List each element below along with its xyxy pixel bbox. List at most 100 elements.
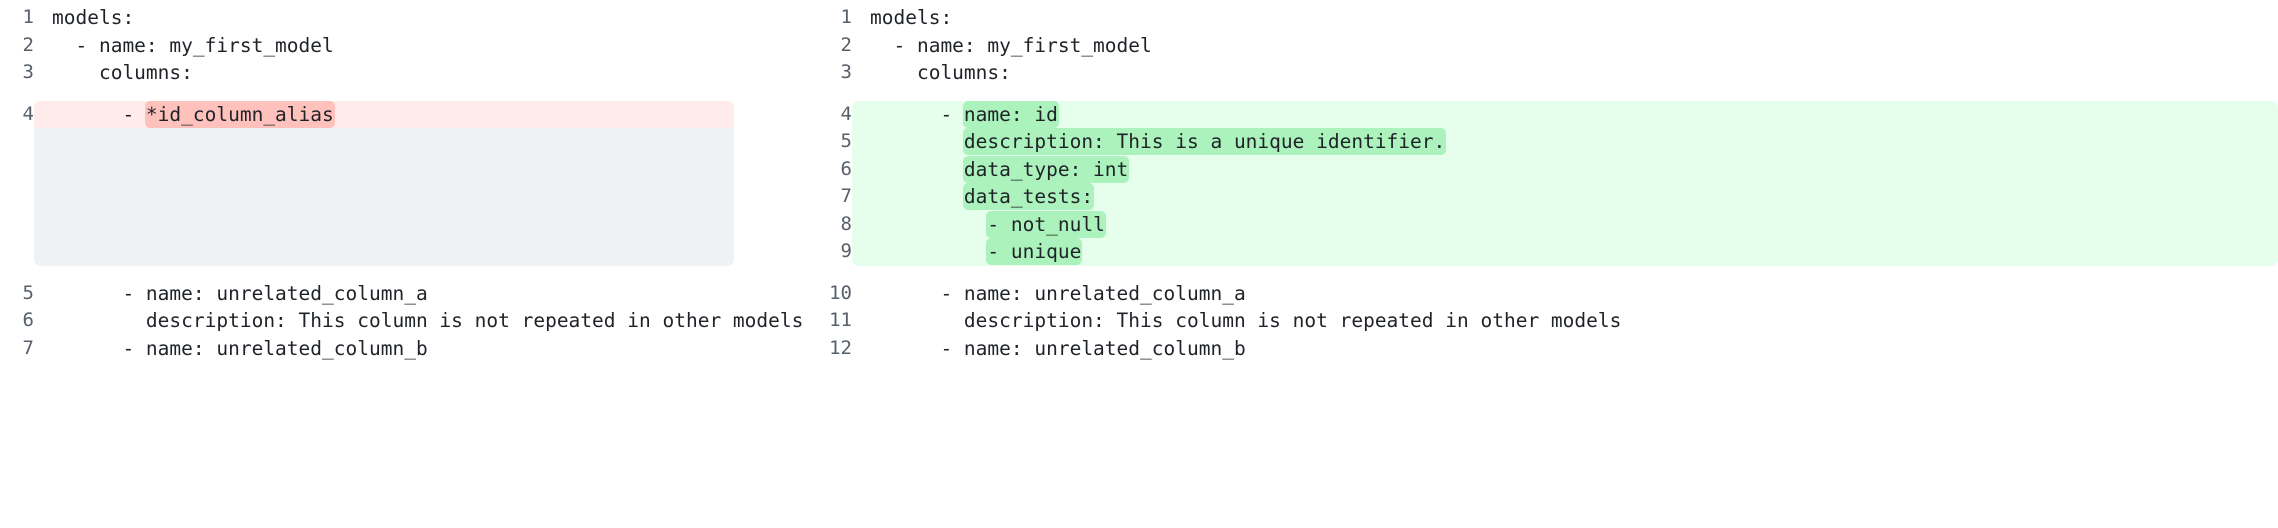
- code-line-before-gap: [0, 210, 800, 239]
- code-line-before-6: 6 description: This column is not repeat…: [0, 307, 804, 335]
- plain-token: - name: unrelated_column_b: [52, 336, 428, 360]
- code-line-before-7: 7 - name: unrelated_column_b: [0, 335, 800, 363]
- deleted-token: *id_column_alias: [144, 100, 335, 128]
- code-text: - name: my_first_model: [52, 32, 334, 60]
- code-content[interactable]: models:: [852, 4, 2278, 32]
- plain-token: [52, 158, 64, 181]
- code-content[interactable]: description: This column is not repeated…: [34, 307, 803, 335]
- code-content[interactable]: - name: id: [852, 100, 2278, 128]
- line-number: 1: [22, 6, 34, 28]
- code-line-after-6: 6 data_type: int: [800, 155, 2278, 184]
- plain-token: - name: unrelated_column_a: [870, 281, 1246, 305]
- plain-token: [870, 240, 987, 263]
- code-content[interactable]: - name: my_first_model: [34, 32, 734, 60]
- code-line-after-9: 9 - unique: [800, 238, 2278, 266]
- added-token: - unique: [986, 238, 1083, 265]
- code-content[interactable]: - unique: [852, 238, 2278, 266]
- line-number: 6: [840, 157, 852, 180]
- code-text: columns:: [52, 59, 193, 87]
- code-content[interactable]: - name: unrelated_column_b: [852, 335, 2278, 363]
- code-content[interactable]: data_tests:: [852, 183, 2278, 211]
- plain-token: [870, 213, 987, 236]
- line-number: 5: [22, 281, 34, 304]
- plain-token: - name: my_first_model: [52, 33, 334, 57]
- code-text: data_type: int: [870, 155, 1130, 184]
- code-line-after-8: 8 - not_null: [800, 210, 2278, 238]
- added-token: data_type: int: [962, 155, 1130, 183]
- code-content[interactable]: - *id_column_alias: [34, 100, 734, 129]
- code-content[interactable]: - name: my_first_model: [852, 32, 2278, 60]
- plain-token: columns:: [52, 61, 193, 84]
- code-line-before-gap: [0, 183, 800, 211]
- code-content[interactable]: - name: unrelated_column_b: [34, 335, 734, 363]
- code-text: data_tests:: [870, 183, 1095, 211]
- code-content[interactable]: - name: unrelated_column_a: [34, 280, 734, 308]
- code-text: - name: unrelated_column_b: [52, 335, 428, 363]
- plain-token: models:: [52, 6, 135, 29]
- code-text: [52, 211, 64, 239]
- code-content[interactable]: [34, 128, 734, 156]
- code-line-after-11: 11 description: This column is not repea…: [800, 307, 2278, 335]
- code-line-before-4: 4 - *id_column_alias: [0, 100, 800, 129]
- code-text: - *id_column_alias: [52, 100, 335, 129]
- plain-token: -: [870, 102, 964, 126]
- code-content[interactable]: data_type: int: [852, 155, 2278, 184]
- code-line-after-3: 3 columns:: [800, 59, 2278, 87]
- code-text: [52, 128, 64, 156]
- plain-token: [52, 240, 64, 263]
- plain-token: columns:: [870, 61, 1011, 84]
- code-text: [52, 183, 64, 211]
- code-content[interactable]: columns:: [852, 59, 2278, 87]
- plain-token: description: This column is not repeated…: [52, 309, 804, 332]
- diff-block-spacer: [0, 87, 800, 101]
- code-text: - name: unrelated_column_a: [52, 280, 427, 308]
- plain-token: [52, 130, 64, 153]
- code-text: - name: my_first_model: [870, 32, 1152, 60]
- code-text: models:: [870, 4, 952, 32]
- code-content[interactable]: models:: [34, 4, 734, 32]
- plain-token: [870, 130, 964, 153]
- code-content[interactable]: [34, 183, 734, 211]
- line-number: 10: [829, 281, 852, 304]
- code-content[interactable]: columns:: [34, 59, 734, 87]
- plain-token: - name: unrelated_column_b: [870, 336, 1246, 360]
- diff-block-spacer: [0, 266, 800, 280]
- code-text: description: This is a unique identifier…: [870, 128, 1447, 156]
- line-number: 4: [840, 102, 852, 125]
- code-content[interactable]: [34, 210, 734, 239]
- code-line-after-2: 2 - name: my_first_model: [800, 32, 2278, 60]
- code-line-after-12: 12 - name: unrelated_column_b: [800, 335, 2278, 363]
- code-content[interactable]: description: This column is not repeated…: [852, 307, 2278, 335]
- code-text: - name: unrelated_column_b: [870, 335, 1246, 363]
- added-token: data_tests:: [962, 183, 1095, 210]
- code-content[interactable]: - not_null: [852, 210, 2278, 238]
- plain-token: description: This column is not repeated…: [870, 309, 1622, 332]
- line-number: 9: [840, 240, 852, 262]
- code-content[interactable]: description: This is a unique identifier…: [852, 128, 2278, 156]
- code-line-after-1: 1 models:: [800, 4, 2278, 32]
- line-number: 1: [840, 6, 852, 28]
- plain-token: - name: my_first_model: [870, 33, 1152, 57]
- code-text: - unique: [870, 238, 1083, 266]
- added-token: description: This is a unique identifier…: [962, 128, 1447, 155]
- code-line-before-2: 2 - name: my_first_model: [0, 32, 800, 60]
- code-content[interactable]: [34, 238, 734, 266]
- plain-token: [52, 185, 64, 208]
- code-line-before-5: 5 - name: unrelated_column_a: [0, 280, 800, 308]
- code-line-after-7: 7 data_tests:: [800, 183, 2278, 211]
- code-text: [52, 238, 64, 266]
- line-number: 6: [22, 309, 34, 331]
- plain-token: models:: [870, 6, 953, 29]
- code-text: [52, 156, 64, 184]
- code-content[interactable]: [34, 155, 734, 184]
- line-number: 3: [22, 61, 34, 83]
- plain-token: [52, 213, 64, 236]
- line-number: 2: [840, 33, 852, 56]
- plain-token: -: [52, 102, 146, 126]
- added-token: - not_null: [986, 210, 1106, 238]
- line-number: 12: [829, 336, 852, 359]
- code-content[interactable]: - name: unrelated_column_a: [852, 280, 2278, 308]
